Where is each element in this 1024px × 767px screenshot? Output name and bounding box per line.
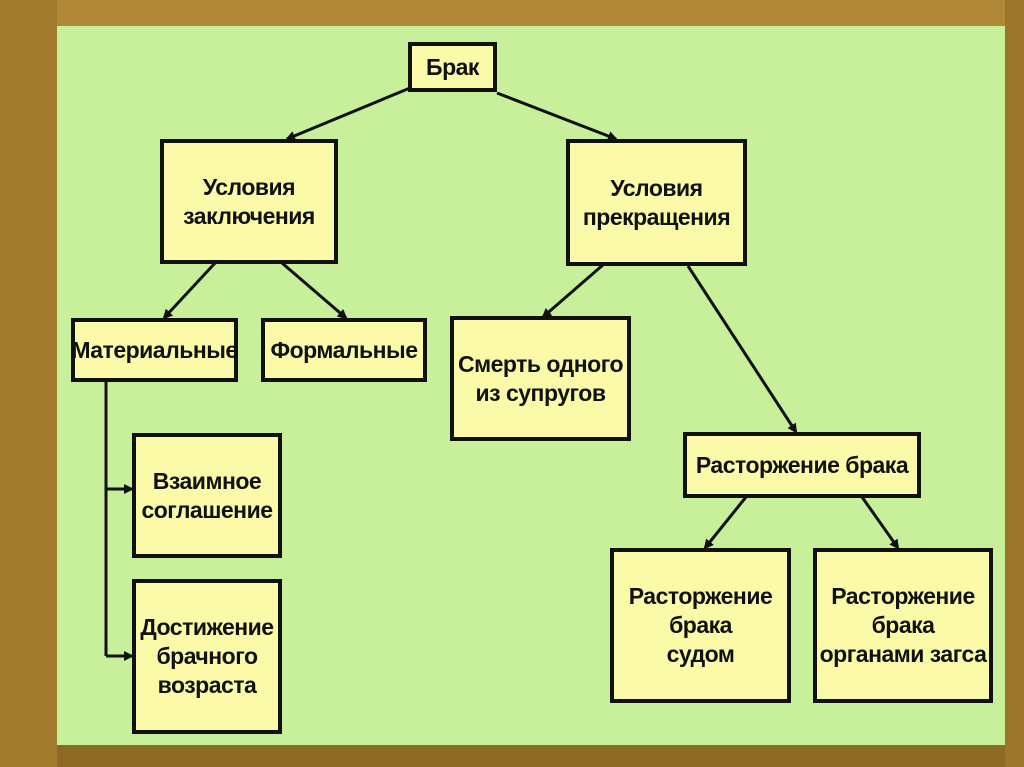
node-formal: Формальные (261, 318, 427, 382)
node-marriage-age-line3: возраста (157, 671, 257, 698)
node-marriage-age-line1: Достижение (140, 614, 274, 641)
node-dissolution-court: Расторжение брака судом (610, 548, 791, 703)
node-marriage-label: Брак (426, 53, 479, 80)
node-conditions-conclusion-line1: Условия (202, 173, 296, 200)
node-marriage: Брак (408, 42, 497, 92)
node-mutual-consent: Взаимное соглашение (132, 433, 282, 558)
node-marriage-age: Достижение брачного возраста (132, 579, 282, 734)
node-conditions-termination-line1: Условия (610, 174, 703, 201)
frame-right (1005, 0, 1024, 767)
node-dissolution-court-line1: Расторжение (628, 583, 773, 610)
node-material: Материальные (71, 318, 238, 382)
node-mutual-consent-line2: соглашение (141, 496, 273, 523)
node-dissolution-registry-line1: Расторжение (831, 583, 975, 610)
node-death-line2: из супругов (475, 379, 606, 406)
node-dissolution-registry: Расторжение брака органами загса (813, 548, 993, 703)
node-conditions-termination: Условия прекращения (566, 139, 747, 266)
node-dissolution: Расторжение брака (683, 432, 921, 498)
node-death: Смерть одного из супругов (450, 316, 631, 441)
node-conditions-conclusion-line2: заключения (183, 202, 315, 229)
node-mutual-consent-line1: Взаимное (152, 467, 262, 494)
node-dissolution-court-line3: судом (666, 640, 735, 667)
frame-top (0, 0, 1024, 26)
node-material-label: Материальные (71, 336, 238, 363)
node-conditions-termination-line2: прекращения (582, 203, 731, 230)
node-marriage-age-line2: брачного (156, 643, 258, 670)
node-conditions-conclusion: Условия заключения (160, 139, 338, 264)
node-dissolution-registry-line3: органами загса (819, 640, 987, 667)
node-death-line1: Смерть одного (457, 350, 624, 377)
frame-left (0, 0, 57, 767)
node-dissolution-label: Расторжение брака (695, 451, 909, 478)
node-dissolution-registry-line2: брака (871, 612, 935, 639)
node-formal-label: Формальные (270, 336, 418, 363)
node-dissolution-court-line2: брака (669, 612, 732, 639)
frame-bottom (0, 745, 1024, 767)
